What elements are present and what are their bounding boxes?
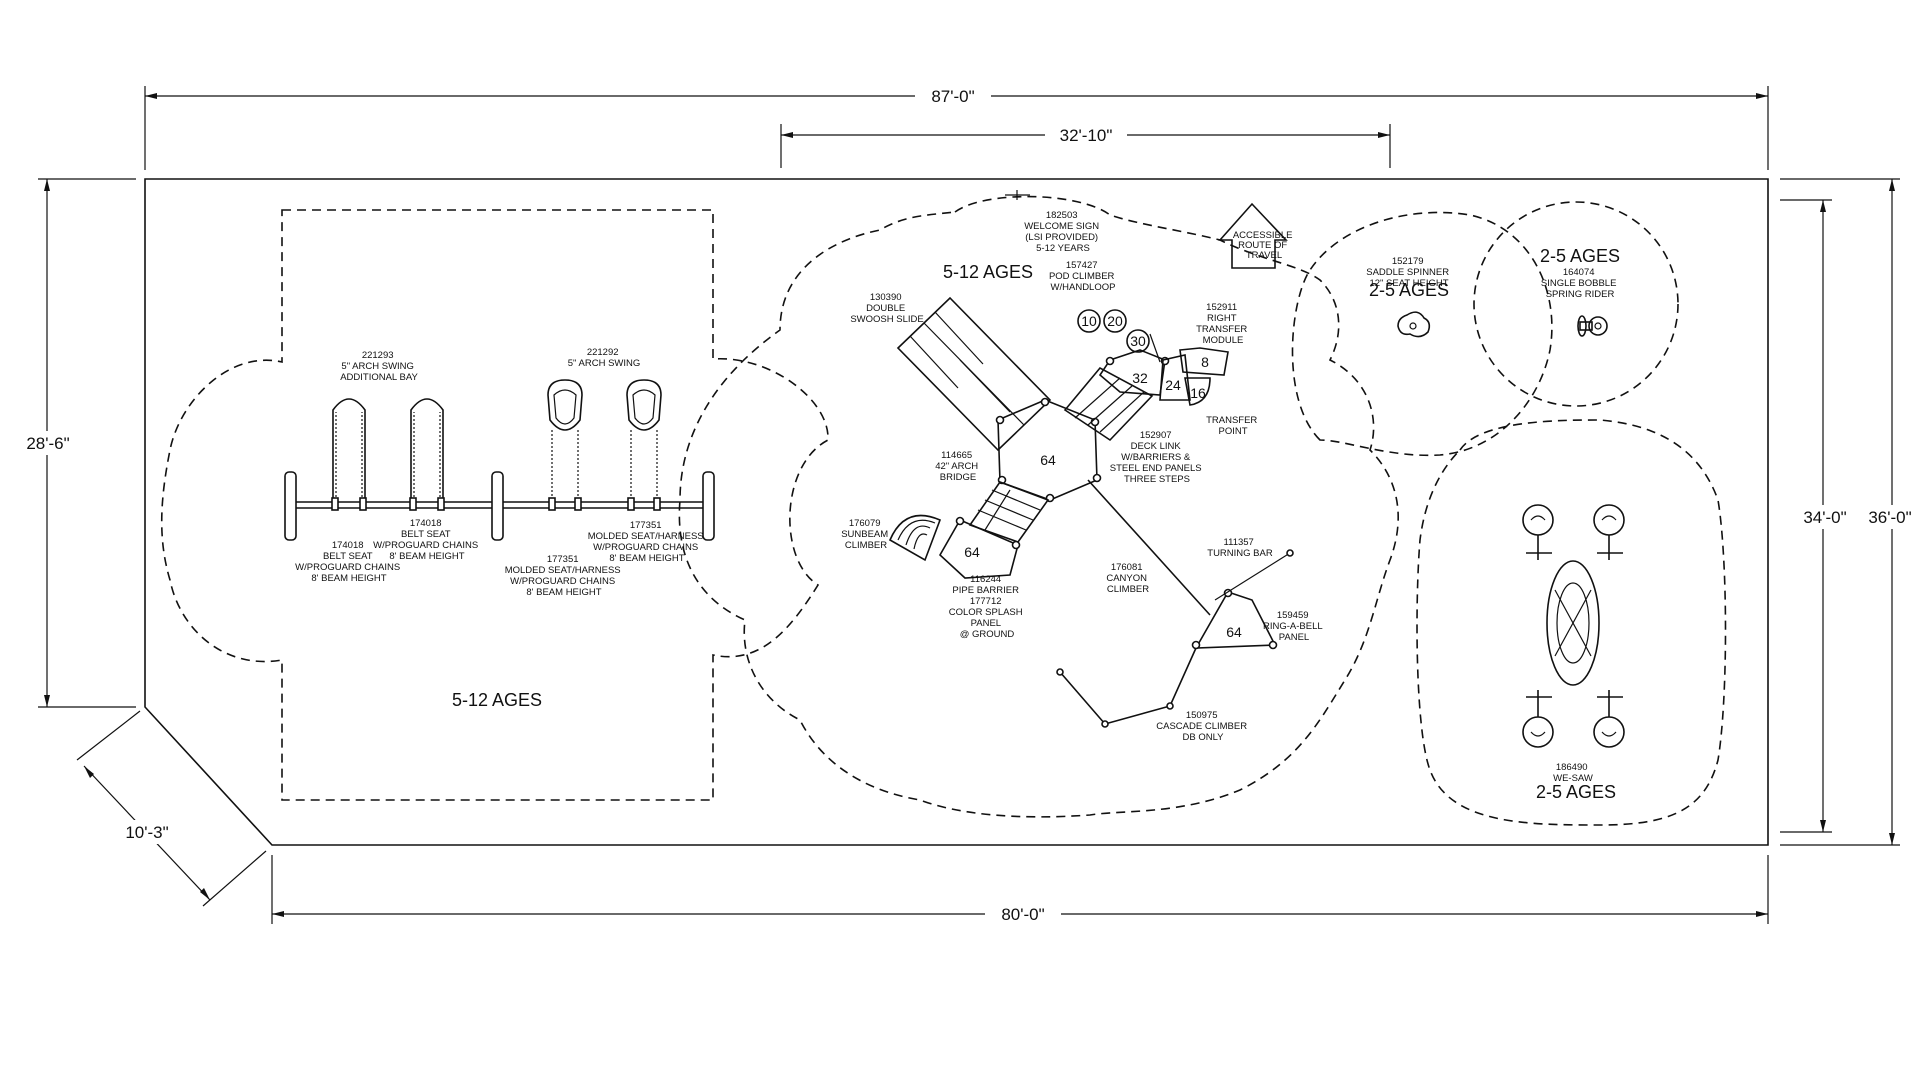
label-welcome-sign: 182503 WELCOME SIGN (LSI PROVIDED) 5-12 … xyxy=(1024,210,1102,254)
label-ring-a-bell: 159459 RING-A-BELL PANEL xyxy=(1263,610,1325,643)
svg-text:32: 32 xyxy=(1132,370,1148,386)
label-arch-swing: 221292 5" ARCH SWING xyxy=(568,347,641,369)
double-swoosh-slide xyxy=(896,296,1052,452)
label-sunbeam-climber: 176079 SUNBEAM CLIMBER xyxy=(841,518,891,551)
diagonal-label: 10'-3" xyxy=(125,823,168,842)
wesaw-zone-age: 2-5 AGES xyxy=(1536,782,1616,802)
deck-height-64-lower: 64 xyxy=(964,544,980,560)
label-pod-climber: 157427 POD CLIMBER W/HANDLOOP xyxy=(1049,260,1117,293)
bottom-width-label: 80'-0" xyxy=(1001,905,1044,924)
molded-seat-swing-left xyxy=(547,379,583,511)
label-double-slide: 130390 DOUBLE SWOOSH SLIDE xyxy=(850,292,923,325)
label-canyon-climber: 176081 CANYON CLIMBER xyxy=(1106,562,1149,595)
sunbeam-climber xyxy=(888,514,942,562)
label-belt-seat-left: 174018 BELT SEAT W/PROGUARD CHAINS 8' BE… xyxy=(295,540,403,584)
right-inner-height-label: 34'-0" xyxy=(1803,508,1846,527)
label-turning-bar: 111357 TURNING BAR xyxy=(1207,537,1273,559)
deck-height-64-main: 64 xyxy=(1040,452,1056,468)
we-saw xyxy=(1522,504,1625,748)
swing-use-zone xyxy=(160,209,829,801)
label-arch-bridge: 114665 42" ARCH BRIDGE xyxy=(935,450,981,483)
turning-bar xyxy=(1214,552,1291,601)
dim-left-height: 28'-6" xyxy=(14,178,136,708)
lower-deck: 64 xyxy=(938,516,1021,579)
structure-width-label: 32'-10" xyxy=(1060,126,1113,145)
label-accessible-route: ACCESSIBLE ROUTE OF TRAVEL xyxy=(1233,230,1295,261)
label-belt-seat-right: 174018 BELT SEAT W/PROGUARD CHAINS 8' BE… xyxy=(373,518,481,562)
label-saddle-spinner: 152179 SADDLE SPINNER 12" SEAT HEIGHT xyxy=(1366,256,1452,289)
label-molded-seat-right: 177351 MOLDED SEAT/HARNESS W/PROGUARD CH… xyxy=(588,520,707,564)
label-arch-swing-bay: 221293 5" ARCH SWING ADDITIONAL BAY xyxy=(340,350,418,383)
dim-bottom-width: 80'-0" xyxy=(271,855,1769,924)
overall-width-label: 87'-0" xyxy=(931,87,974,106)
label-transfer-module: 152911 RIGHT TRANSFER MODULE xyxy=(1196,302,1250,346)
structure-use-zone xyxy=(678,195,1399,818)
label-molded-seat-left: 177351 MOLDED SEAT/HARNESS W/PROGUARD CH… xyxy=(505,554,624,598)
label-deck-link: 152907 DECK LINK W/BARRIERS & STEEL END … xyxy=(1110,430,1205,485)
bobble-spring-rider xyxy=(1577,315,1608,337)
cascade-climber xyxy=(1059,647,1197,725)
bobble-zone-age: 2-5 AGES xyxy=(1540,246,1620,266)
left-height-label: 28'-6" xyxy=(26,434,69,453)
swing-zone-age: 5-12 AGES xyxy=(452,690,542,710)
saddle-spinner xyxy=(1397,311,1431,338)
molded-seat-swing-right xyxy=(626,379,662,511)
saddle-zone-age: 2-5 AGES xyxy=(1369,280,1449,300)
label-bobble-rider: 164074 SINGLE BOBBLE SPRING RIDER xyxy=(1541,267,1619,300)
dim-right-outer-height: 36'-0" xyxy=(1780,178,1920,846)
swing-frame xyxy=(284,471,715,541)
label-transfer-point: TRANSFER POINT xyxy=(1206,415,1260,437)
svg-text:30: 30 xyxy=(1130,333,1146,349)
label-pipe-barrier: 116244 PIPE BARRIER 177712 COLOR SPLASH … xyxy=(949,574,1026,640)
right-outer-height-label: 36'-0" xyxy=(1868,508,1911,527)
deck-height-markers: 10 20 30 xyxy=(1077,309,1150,353)
transfer-module: 24 16 8 xyxy=(1149,333,1229,406)
belt-seat-swing-left xyxy=(331,398,367,511)
label-cascade-climber: 150975 CASCADE CLIMBER DB ONLY xyxy=(1156,710,1249,743)
accessible-route-arrow xyxy=(1218,202,1288,269)
bobble-rider-zone xyxy=(1473,201,1679,407)
svg-text:24: 24 xyxy=(1165,377,1181,393)
right-deck: 64 xyxy=(1191,549,1294,650)
deck-height-64-right: 64 xyxy=(1226,624,1242,640)
arch-bridge xyxy=(968,481,1050,543)
saddle-spinner-zone xyxy=(1291,211,1553,457)
svg-text:10: 10 xyxy=(1081,313,1097,329)
dim-diagonal: 10'-3" xyxy=(76,710,267,907)
dim-structure-width: 32'-10" xyxy=(780,124,1391,168)
deck-32: 32 xyxy=(1098,349,1170,396)
svg-text:20: 20 xyxy=(1107,313,1123,329)
canyon-climber xyxy=(1087,479,1211,616)
belt-seat-swing-right xyxy=(409,398,445,511)
we-saw-zone xyxy=(1416,419,1727,826)
dim-right-inner-height: 34'-0" xyxy=(1780,199,1860,833)
svg-text:16: 16 xyxy=(1190,385,1206,401)
svg-text:8: 8 xyxy=(1201,354,1209,370)
structure-zone-age: 5-12 AGES xyxy=(943,262,1033,282)
site-boundary xyxy=(144,178,1769,846)
welcome-sign xyxy=(1005,190,1030,200)
dim-overall-width: 87'-0" xyxy=(144,86,1769,170)
label-we-saw: 186490 WE-SAW xyxy=(1553,762,1593,784)
